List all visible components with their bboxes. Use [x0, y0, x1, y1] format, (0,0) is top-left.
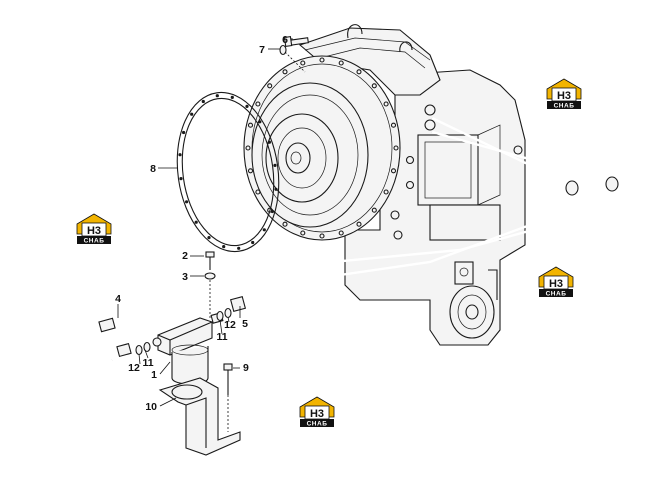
- bolt-head-icon: [319, 57, 325, 63]
- gasket-hole-icon: [258, 120, 262, 124]
- bolt-head-icon: [390, 168, 397, 174]
- svg-text:CHAБ: CHAБ: [307, 421, 328, 428]
- callout-7: 7: [259, 44, 265, 56]
- gasket-hole-icon: [270, 209, 274, 214]
- gasket-hole-icon: [207, 236, 211, 240]
- callout-11-left: 11: [142, 357, 153, 369]
- callout-1: 1: [151, 369, 157, 381]
- svg-text:H3: H3: [557, 90, 571, 102]
- watermark-logo: H3 CHAБ: [538, 266, 574, 298]
- svg-text:H3: H3: [549, 278, 563, 290]
- bolt-head-icon: [338, 60, 344, 66]
- bolt-head-icon: [247, 122, 254, 128]
- watermark-logos: H3 CHAБ H3 CHAБ H3 CHAБ H3 CHAБ: [76, 78, 582, 428]
- bolt-head-icon: [371, 83, 377, 89]
- callout-10: 10: [145, 401, 157, 413]
- bolt-head-icon: [356, 221, 362, 227]
- bolt-head-icon: [371, 207, 377, 213]
- gasket-hole-icon: [178, 153, 182, 157]
- watermark-logo: H3 CHAБ: [76, 213, 112, 245]
- bolt-head-icon: [383, 189, 389, 195]
- svg-text:H3: H3: [87, 225, 101, 237]
- drum-bolt-ring: [245, 57, 399, 239]
- bolt-head-icon: [356, 69, 362, 75]
- gasket-hole-icon: [194, 220, 198, 224]
- bolt-head-icon: [282, 221, 288, 227]
- bolt-and-washer: [279, 36, 309, 73]
- bolt-head-icon: [255, 101, 261, 107]
- gasket-hole-icon: [182, 130, 186, 135]
- mounting-bolt: [204, 251, 216, 320]
- gasket-hole-icon: [201, 99, 205, 104]
- bracket-bolt: [223, 363, 233, 432]
- hub: [285, 142, 311, 174]
- gasket-hole-icon: [267, 140, 271, 144]
- gasket-hole-icon: [215, 94, 219, 98]
- bolt-head-icon: [247, 168, 254, 174]
- watermark-logo: H3 CHAБ: [546, 78, 582, 110]
- mounting-bracket: [158, 377, 241, 456]
- callout-12-right: 12: [224, 319, 236, 331]
- gasket-hole-icon: [251, 240, 255, 245]
- callout-labels: 6 7 8 2 3 4 5 1 10 9 11 11 12 12: [115, 34, 288, 413]
- bolt-head-icon: [300, 230, 306, 236]
- svg-text:CHAБ: CHAБ: [84, 238, 105, 245]
- gasket-ring: [176, 91, 280, 253]
- gasket-hole-icon: [230, 95, 234, 99]
- gasket-hole-icon: [190, 112, 194, 116]
- svg-text:CHAБ: CHAБ: [554, 103, 575, 110]
- bolt-head-icon: [390, 122, 397, 128]
- callout-8: 8: [150, 163, 156, 175]
- cooler-lines: [43, 116, 621, 387]
- lifting-eye-left-icon: [347, 24, 363, 39]
- gasket-hole-icon: [274, 187, 278, 191]
- elbow-fitting-icon: [565, 180, 579, 196]
- bolt-head-icon: [300, 60, 306, 66]
- filter-assembly: [135, 307, 232, 385]
- callout-11-right: 11: [216, 331, 227, 343]
- gasket-hole-icon: [185, 200, 189, 204]
- elbow-fitting-icon: [605, 176, 619, 192]
- bolt-head-icon: [255, 189, 261, 195]
- bolt-head-icon: [338, 230, 344, 236]
- watermark-logo: H3 CHAБ: [299, 396, 335, 428]
- gasket-hole-icon: [262, 228, 266, 232]
- bolt-head-icon: [383, 101, 389, 107]
- bolt-head-icon: [393, 145, 399, 151]
- svg-text:CHAБ: CHAБ: [546, 291, 567, 298]
- callout-9: 9: [243, 362, 249, 374]
- callout-3: 3: [182, 271, 188, 283]
- bolt-head-icon: [245, 145, 251, 151]
- control-valve-block: [417, 134, 479, 206]
- callout-2: 2: [182, 250, 188, 262]
- callout-5: 5: [242, 318, 248, 330]
- leader-lines: [117, 38, 293, 407]
- svg-text:H3: H3: [310, 408, 324, 420]
- callout-4: 4: [115, 293, 121, 305]
- bolt-head-icon: [319, 233, 325, 239]
- callout-6: 6: [282, 34, 288, 46]
- tag-plate: [454, 261, 474, 285]
- gasket-hole-icon: [237, 246, 241, 250]
- transmission-assembly: [243, 24, 526, 346]
- bolt-head-icon: [282, 69, 288, 75]
- gasket-hole-icon: [222, 245, 226, 249]
- gasket-hole-icon: [245, 104, 249, 108]
- callout-12-left: 12: [128, 362, 140, 374]
- bolt-head-icon: [267, 83, 273, 89]
- gasket-hole-icon: [179, 177, 183, 181]
- gasket-hole-icon: [273, 163, 277, 167]
